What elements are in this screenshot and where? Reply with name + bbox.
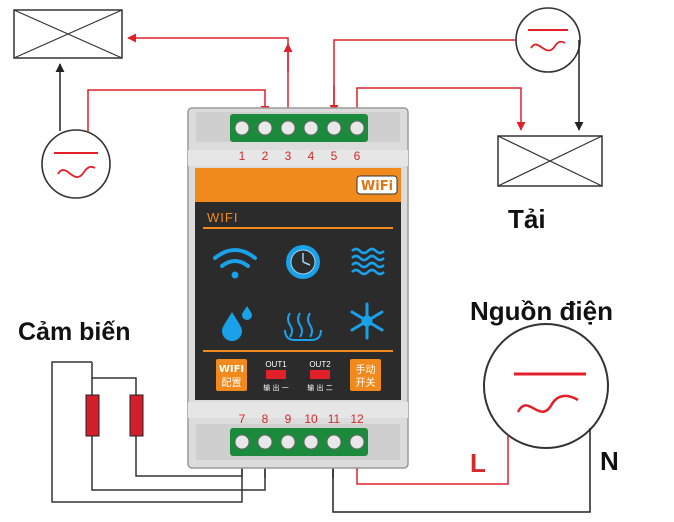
- live-label: L: [470, 448, 486, 478]
- manual-switch-button[interactable]: 手动 开关: [350, 359, 381, 391]
- wifi-icon: [213, 248, 257, 279]
- panel-title: WIFI: [207, 210, 238, 225]
- terminal-number: 10: [304, 412, 318, 426]
- out1-label: OUT1: [265, 360, 287, 369]
- terminal-number: 5: [331, 149, 338, 163]
- terminal-number: 12: [350, 412, 364, 426]
- load-box-left: [13, 9, 123, 59]
- top-screws: [234, 120, 365, 136]
- terminal-number: 11: [328, 412, 341, 426]
- water-waves-icon: [351, 247, 385, 276]
- ac-source-left: [41, 129, 111, 199]
- load-box-right: [497, 135, 603, 187]
- snowflake-icon: [350, 302, 384, 340]
- wifi-config-label-line1: WIFI: [219, 364, 244, 375]
- water-drops-icon: [222, 306, 252, 341]
- top-terminal-block: [230, 114, 368, 142]
- bottom-screws: [234, 434, 365, 450]
- heating-icon: [284, 312, 322, 341]
- terminal-number: 7: [239, 412, 246, 426]
- terminal-number: 3: [285, 149, 292, 163]
- sensor-label: Cảm biến: [18, 318, 131, 346]
- wifi-badge-text: WiFi: [361, 179, 393, 194]
- top-wiring: [55, 33, 584, 132]
- out1-indicator: OUT1 输 出 一: [263, 360, 288, 392]
- wifi-badge: [356, 175, 398, 195]
- mains-power-source: [483, 323, 609, 449]
- out2-label: OUT2: [309, 360, 331, 369]
- terminal-number: 1: [239, 149, 246, 163]
- out1-caption: 输 出 一: [263, 383, 288, 392]
- bottom-terminal-block: [230, 428, 368, 456]
- terminal-number: 2: [262, 149, 269, 163]
- ac-source-right: [515, 7, 581, 73]
- terminal-number: 8: [262, 412, 269, 426]
- power-source-label: Nguồn điện: [470, 296, 613, 326]
- out2-caption: 输 出 二: [307, 383, 332, 392]
- sensor-element-1: [85, 394, 100, 437]
- sensor-element-2: [129, 394, 144, 437]
- load-label: Tải: [508, 204, 546, 234]
- neutral-label: N: [600, 446, 619, 476]
- terminal-number: 6: [354, 149, 361, 163]
- terminal-number: 4: [308, 149, 315, 163]
- wifi-config-button[interactable]: WIFI 配置: [216, 359, 247, 391]
- out2-indicator: OUT2 输 出 二: [307, 360, 332, 392]
- clock-icon: [286, 245, 320, 279]
- manual-label-line2: 开关: [356, 376, 376, 389]
- wifi-config-label-line2: 配置: [222, 377, 242, 389]
- manual-label-line1: 手动: [356, 363, 376, 376]
- terminal-number: 9: [285, 412, 292, 426]
